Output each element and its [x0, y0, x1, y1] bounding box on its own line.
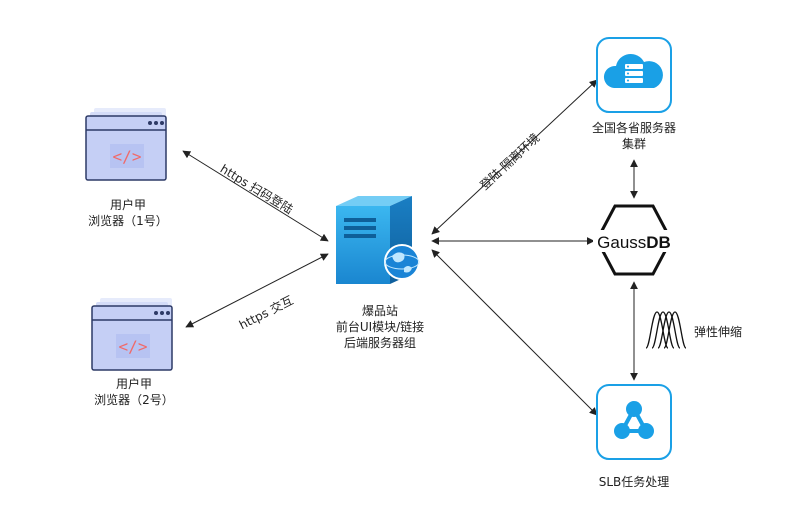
- browser-window-icon: </>: [91, 298, 173, 371]
- server-label-line3: 后端服务器组: [343, 336, 416, 350]
- server-icon: [336, 196, 420, 284]
- edge-browser2-server: [185, 253, 329, 328]
- elastic-label: 弹性伸缩: [694, 324, 742, 340]
- cloud-label-line2: 集群: [621, 137, 646, 151]
- browser1-label-line1: 用户甲: [109, 198, 146, 212]
- browser2-label-line2: 浏览器（2号）: [94, 393, 174, 407]
- browser1-label: 用户甲 浏览器（1号）: [78, 197, 178, 229]
- server-label-line2: 前台UI模块/链接: [335, 320, 425, 334]
- gaussdb-logo-text: Gauss: [597, 233, 646, 252]
- edges: [182, 79, 638, 416]
- cloud-label-line1: 全国各省服务器: [591, 121, 676, 135]
- slb-label-line1: SLB任务处理: [598, 475, 670, 489]
- svg-text:</>: </>: [119, 337, 148, 356]
- gaussdb-logo: GaussDB: [593, 204, 675, 276]
- browser-window-icon: </>: [85, 108, 167, 181]
- edge-browser1-server: [182, 150, 329, 242]
- browser2-label: 用户甲 浏览器（2号）: [84, 376, 184, 408]
- svg-text:</>: </>: [113, 147, 142, 166]
- svg-text:GaussDB: GaussDB: [597, 233, 671, 252]
- server-label: 爆品站 前台UI模块/链接 后端服务器组: [317, 303, 443, 351]
- server-label-line1: 爆品站: [361, 304, 398, 318]
- browser1-label-line2: 浏览器（1号）: [88, 214, 168, 228]
- edge-server-slb: [431, 249, 598, 416]
- browser2-label-line1: 用户甲: [115, 377, 152, 391]
- slb-icon: [596, 384, 672, 460]
- elastic-scaling-wave-icon: [645, 311, 687, 349]
- elastic-label-text: 弹性伸缩: [694, 325, 743, 339]
- cloud-label: 全国各省服务器 集群: [574, 120, 694, 152]
- slb-label: SLB任务处理: [574, 474, 694, 490]
- cloud-server-icon: [596, 37, 672, 113]
- gaussdb-logo-text-bold: DB: [646, 233, 671, 252]
- edge-server-cloud: [431, 79, 598, 235]
